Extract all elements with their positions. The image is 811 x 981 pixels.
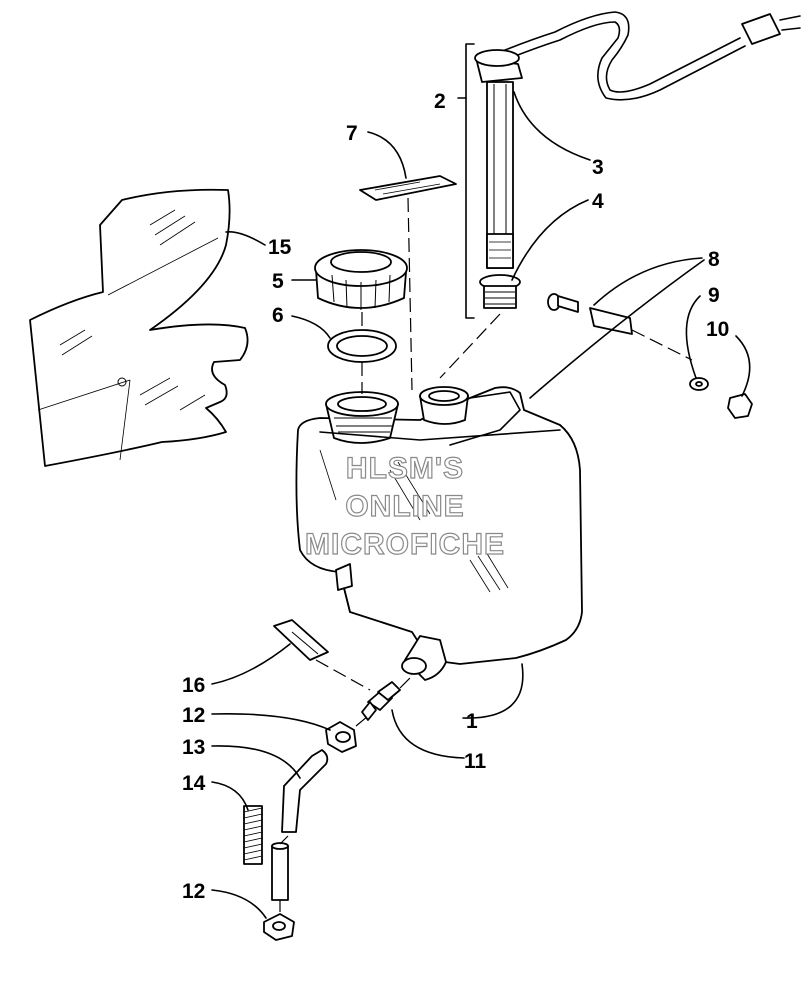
callout-3: 3: [592, 156, 604, 179]
gasket-part: [327, 329, 397, 363]
callout-5: 5: [272, 270, 284, 293]
callout-4: 4: [592, 190, 604, 213]
decal-part: [29, 188, 249, 467]
callout-7: 7: [346, 122, 358, 145]
tank-part: [295, 386, 583, 681]
watermark: HLSM'S ONLINE MICROFICHE: [304, 451, 505, 561]
callout-2: 2: [434, 90, 446, 113]
cap-part: [314, 249, 408, 310]
hose-part: [271, 749, 329, 901]
fitting-part: [361, 681, 401, 721]
mounting-hardware-part: [547, 293, 753, 419]
watermark-line-3: MICROFICHE: [305, 528, 505, 561]
callout-12-lower: 12: [182, 880, 205, 903]
callout-8: 8: [708, 248, 720, 271]
spring-part: [243, 805, 263, 865]
callout-11: 11: [464, 750, 487, 773]
clamp-lower-part: [263, 913, 295, 941]
clamp-upper-part: [325, 721, 357, 753]
label-part: [359, 175, 457, 201]
clip-part: [273, 619, 329, 661]
callout-labels: 1 2 3 4 5 6 7 8 9 10 11 12 13 14 15 16 1…: [182, 90, 729, 903]
callout-14: 14: [182, 772, 206, 795]
callout-9: 9: [708, 284, 720, 307]
gauge-assembly-part: [465, 11, 801, 319]
watermark-line-2: ONLINE: [345, 490, 464, 523]
callout-13: 13: [182, 736, 205, 759]
watermark-line-1: HLSM'S: [346, 452, 464, 485]
callout-10: 10: [706, 318, 729, 341]
assembly-guides: [279, 197, 501, 912]
callout-6: 6: [272, 304, 284, 327]
leader-lines: [211, 91, 751, 919]
callout-12-upper: 12: [182, 704, 205, 727]
callout-15: 15: [268, 236, 292, 259]
callout-1: 1: [466, 710, 478, 733]
callout-16: 16: [182, 674, 205, 697]
